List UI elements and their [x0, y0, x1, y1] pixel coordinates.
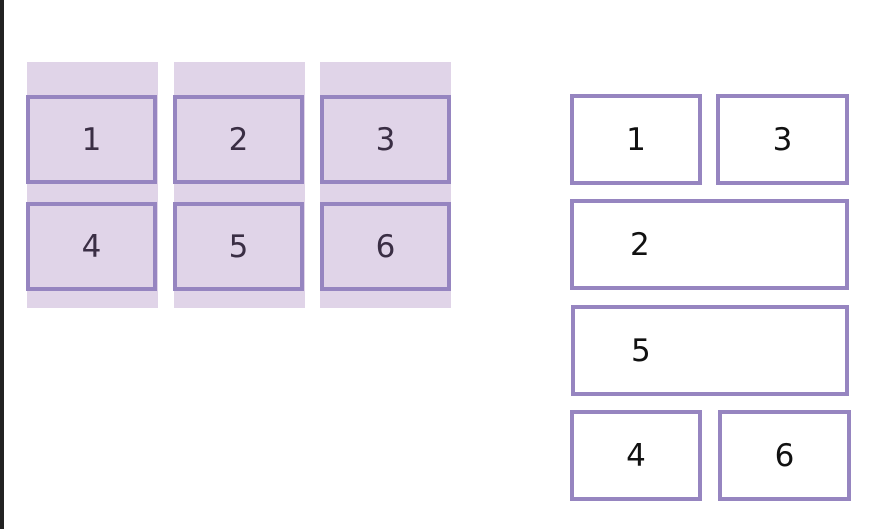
- layout-item: 3: [716, 94, 849, 185]
- window-edge: [0, 0, 4, 529]
- grid-item: 6: [320, 202, 451, 291]
- layout-item: 1: [570, 94, 702, 185]
- grid-item: 5: [173, 202, 304, 291]
- layout-item: 2: [570, 199, 849, 290]
- layout-item: 5: [571, 305, 849, 396]
- layout-item: 4: [570, 410, 702, 501]
- grid-item: 3: [320, 95, 451, 184]
- layout-item: 6: [718, 410, 851, 501]
- grid-item: 1: [26, 95, 157, 184]
- grid-item: 4: [26, 202, 157, 291]
- grid-item: 2: [173, 95, 304, 184]
